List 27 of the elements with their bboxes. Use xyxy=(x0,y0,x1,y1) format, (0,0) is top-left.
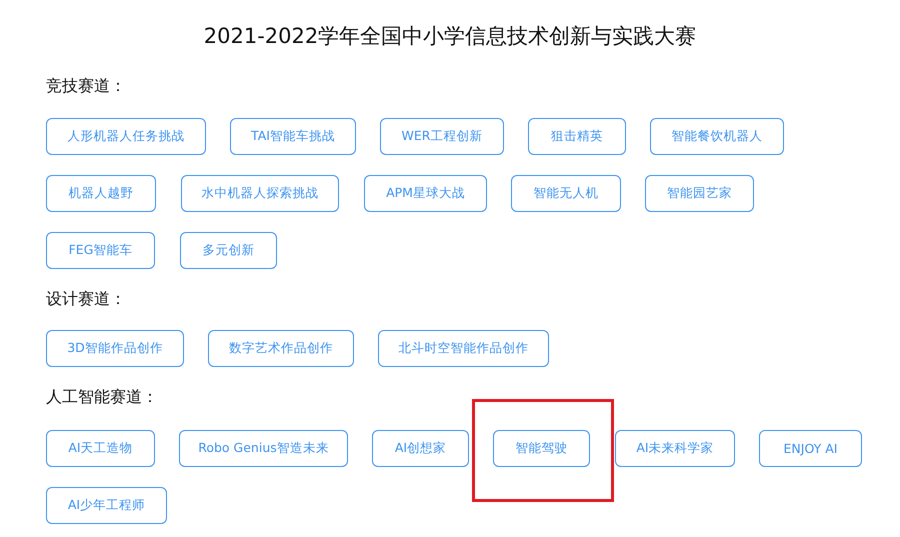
highlight-frame xyxy=(472,399,614,502)
track-button: Robo Genius智造未来 xyxy=(179,430,348,467)
track-button: 北斗时空智能作品创作 xyxy=(378,330,549,367)
section-heading: 竞技赛道： xyxy=(46,76,126,97)
title: 2021-2022学年全国中小学信息技术创新与实践大赛 xyxy=(202,23,698,50)
track-button: 智能无人机 xyxy=(511,175,621,212)
track-button: 多元创新 xyxy=(180,232,277,269)
track-button: AI创想家 xyxy=(372,430,469,467)
track-button: 智能驾驶 xyxy=(493,430,590,467)
track-button: 人形机器人任务挑战 xyxy=(46,118,206,155)
track-button: AI少年工程师 xyxy=(46,487,167,524)
track-button: 智能园艺家 xyxy=(645,175,754,212)
section-heading: 设计赛道： xyxy=(46,289,126,310)
track-button: 3D智能作品创作 xyxy=(46,330,184,367)
track-button: 狙击精英 xyxy=(528,118,626,155)
track-button: FEG智能车 xyxy=(46,232,155,269)
track-button: AI天工造物 xyxy=(46,430,155,467)
track-button: 数字艺术作品创作 xyxy=(208,330,354,367)
track-button: ENJOY AI xyxy=(759,430,862,467)
track-button: AI未来科学家 xyxy=(615,430,735,467)
track-button: 水中机器人探索挑战 xyxy=(181,175,339,212)
track-button: 机器人越野 xyxy=(46,175,156,212)
section-heading: 人工智能赛道： xyxy=(46,387,158,408)
track-button: WER工程创新 xyxy=(380,118,504,155)
track-button: 智能餐饮机器人 xyxy=(650,118,784,155)
track-button: TAI智能车挑战 xyxy=(230,118,356,155)
track-button: APM星球大战 xyxy=(364,175,487,212)
